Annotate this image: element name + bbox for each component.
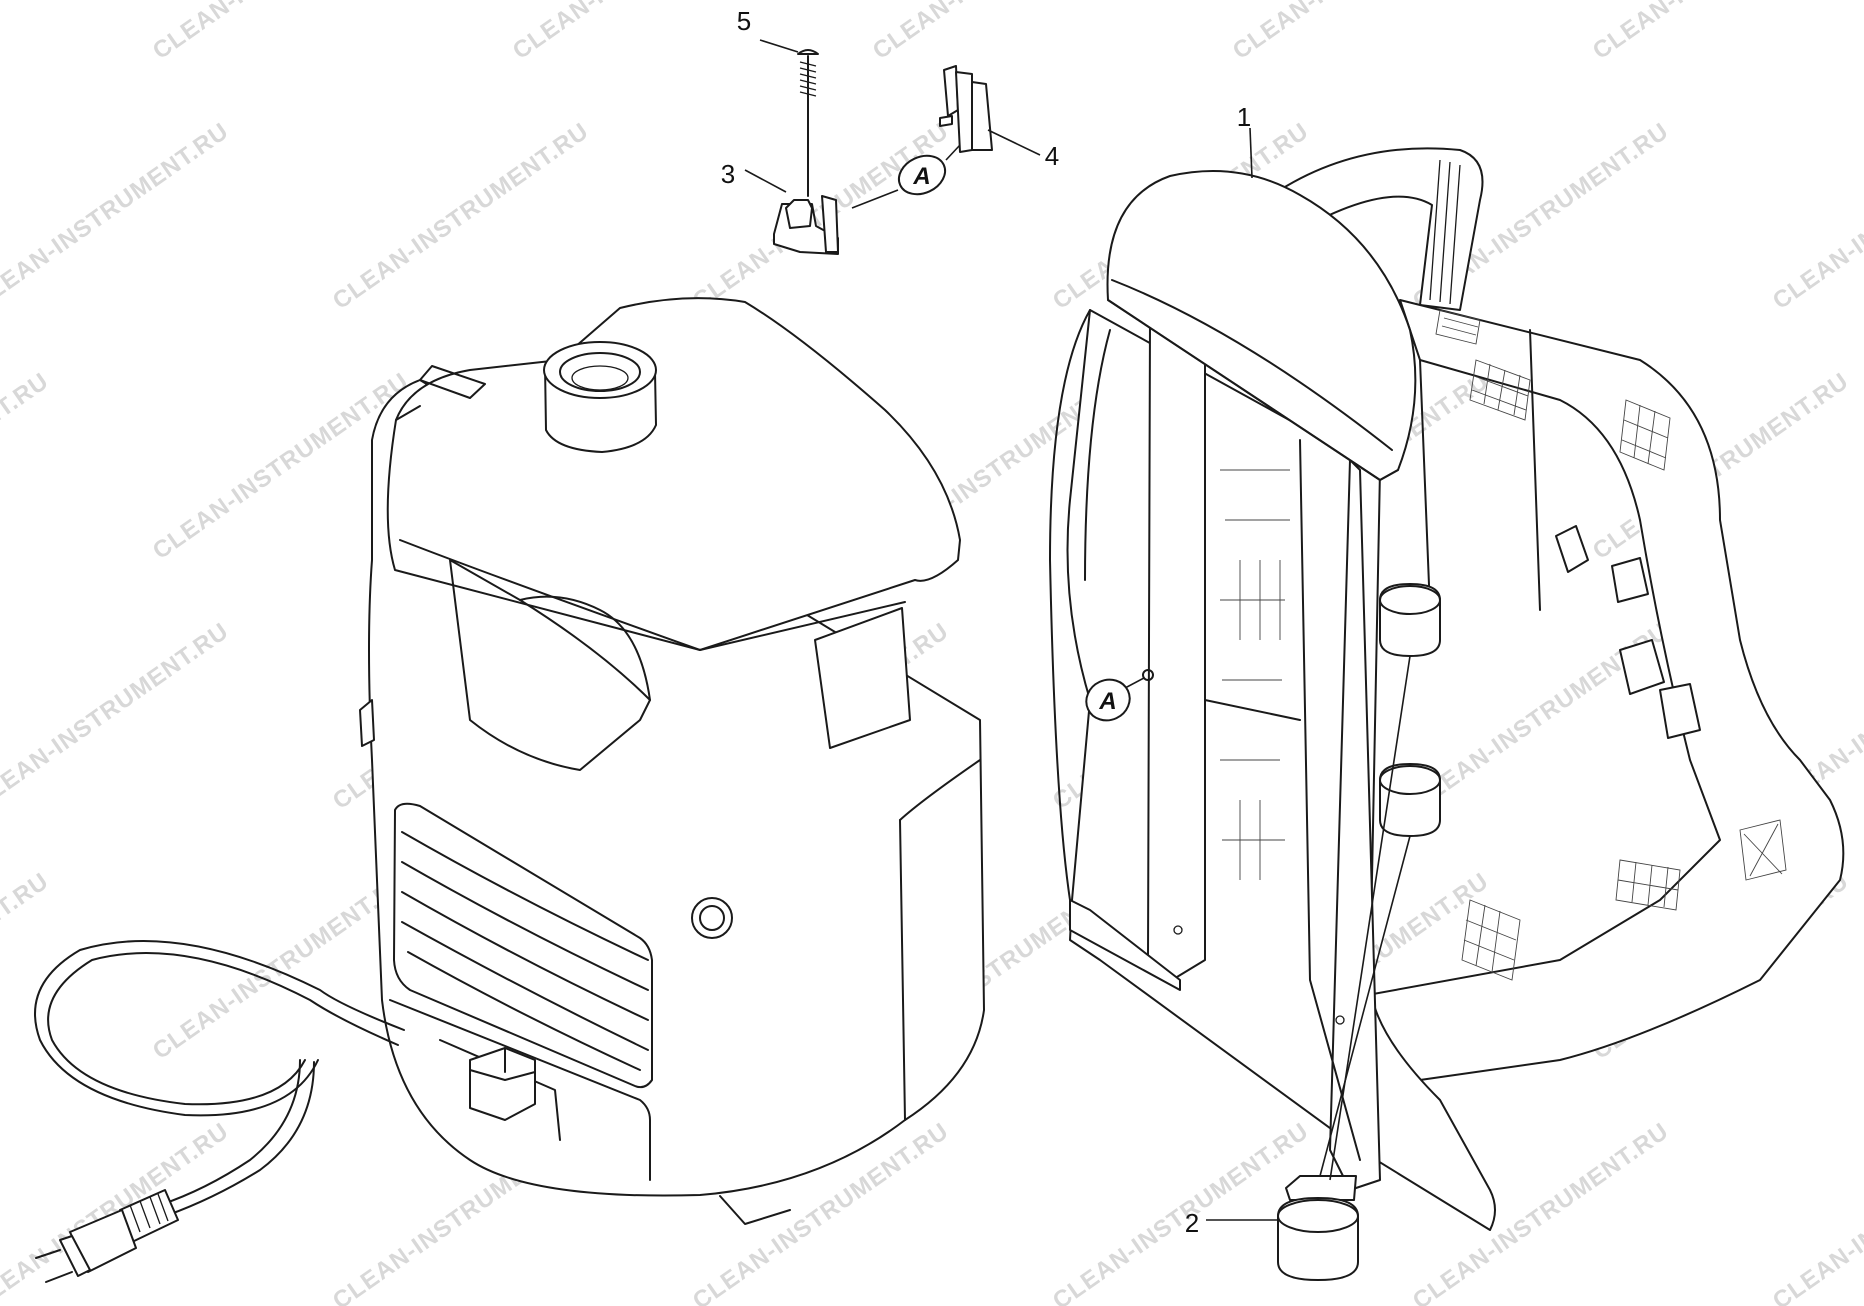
watermark-text: CLEAN-INSTRUMENT.RU [1588, 0, 1854, 65]
watermark-text: CLEAN-INSTRUMENT.RU [0, 0, 54, 65]
ref-mark-a-frame-label: A [1098, 688, 1116, 715]
callout-3: 3 [721, 159, 735, 189]
backpack-frame-part-1 [1049, 147, 1845, 1231]
watermark-text: CLEAN-INSTRUMENT.RU [1048, 1117, 1314, 1306]
watermark-text: CLEAN-INSTRUMENT.RU [688, 117, 954, 314]
ref-mark-a-frame: A [1085, 678, 1131, 722]
ref-mark-a-top-label: A [912, 163, 930, 190]
callout-1: 1 [1237, 102, 1251, 132]
watermark-text: CLEAN-INSTRUMENT.RU [1768, 117, 1864, 314]
clip-part-4 [939, 65, 993, 153]
vacuum-housing [359, 297, 985, 1225]
watermark-text: CLEAN-INSTRUMENT.RU [1768, 1117, 1864, 1306]
clip-part-2 [1277, 1175, 1359, 1281]
watermark-text: CLEAN-INSTRUMENT.RU [328, 117, 594, 314]
power-cord [34, 940, 405, 1283]
callout-2: 2 [1185, 1208, 1199, 1238]
bracket-part-3 [773, 195, 839, 255]
callout-4: 4 [1045, 141, 1059, 171]
watermark-text: CLEAN-INSTRUMENT.RU [0, 867, 54, 1064]
leader-lines [744, 39, 1411, 1221]
callout-labels: 1 2 3 4 5 [721, 6, 1251, 1238]
watermark-text: CLEAN-INSTRUMENT.RU [1228, 0, 1494, 65]
watermark-text: CLEAN-INSTRUMENT.RU [0, 117, 234, 314]
screw-part-5 [797, 49, 819, 197]
watermark-text: CLEAN-INSTRUMENT.RU [508, 0, 774, 65]
watermark-text: CLEAN-INSTRUMENT.RU [0, 367, 54, 564]
ref-mark-a-top: A [897, 154, 947, 196]
callout-5: 5 [737, 6, 751, 36]
watermark-text: CLEAN-INSTRUMENT.RU [0, 617, 234, 814]
watermark-text: CLEAN-INSTRUMENT.RU [148, 0, 414, 65]
watermark-text: CLEAN-INSTRUMENT.RU [868, 0, 1134, 65]
